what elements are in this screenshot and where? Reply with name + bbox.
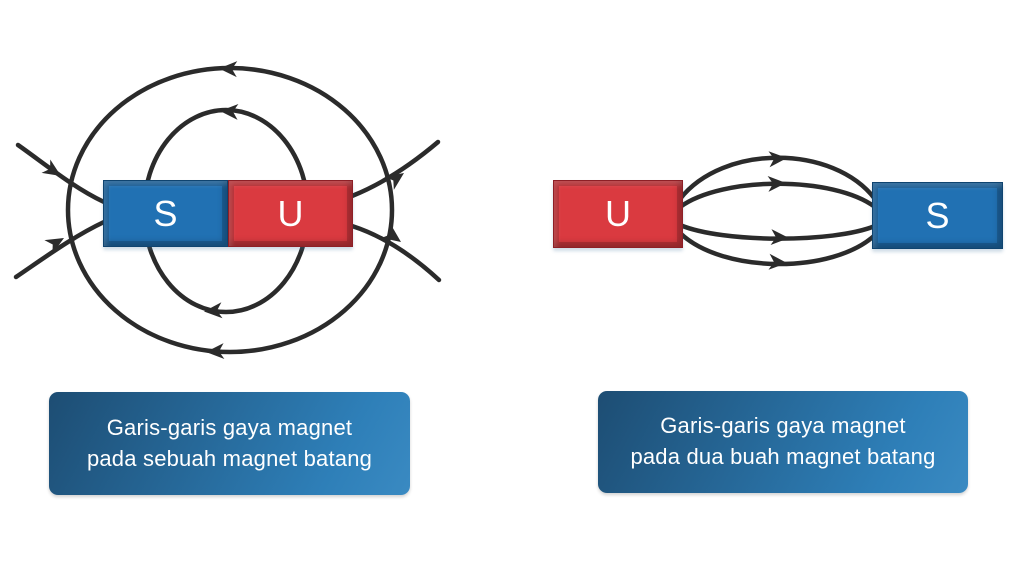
pole-south: S <box>103 180 228 247</box>
caption-line2: pada dua buah magnet batang <box>630 444 936 469</box>
bar-magnet-single: S U <box>103 180 353 247</box>
field-line-upper-left <box>15 142 107 205</box>
caption-line2: pada sebuah magnet batang <box>86 445 373 471</box>
bar-magnet-south: S <box>872 182 1003 249</box>
field-line-lower-right <box>349 223 442 283</box>
field-line-upper-right <box>349 139 441 199</box>
pole-north: U <box>553 180 683 248</box>
caption-line1: Garis-garis gaya magnet <box>660 413 906 439</box>
field-lines-single-magnet <box>13 60 442 360</box>
caption-single-magnet: Garis-garis gaya magnet pada sebuah magn… <box>49 392 410 495</box>
pole-label-north: U <box>277 192 304 234</box>
pole-label-south: S <box>153 192 178 234</box>
bar-magnet-north: U <box>553 180 683 248</box>
field-line-lower-left <box>13 219 107 280</box>
pole-north: U <box>228 180 353 247</box>
pole-south: S <box>872 182 1003 249</box>
caption-line1: Garis-garis gaya magnet <box>106 414 353 440</box>
pole-label-south: S <box>925 194 950 236</box>
caption-two-magnets: Garis-garis gaya magnet pada dua buah ma… <box>598 391 968 493</box>
pole-label-north: U <box>605 193 631 234</box>
field-lines-two-magnets <box>677 150 878 271</box>
